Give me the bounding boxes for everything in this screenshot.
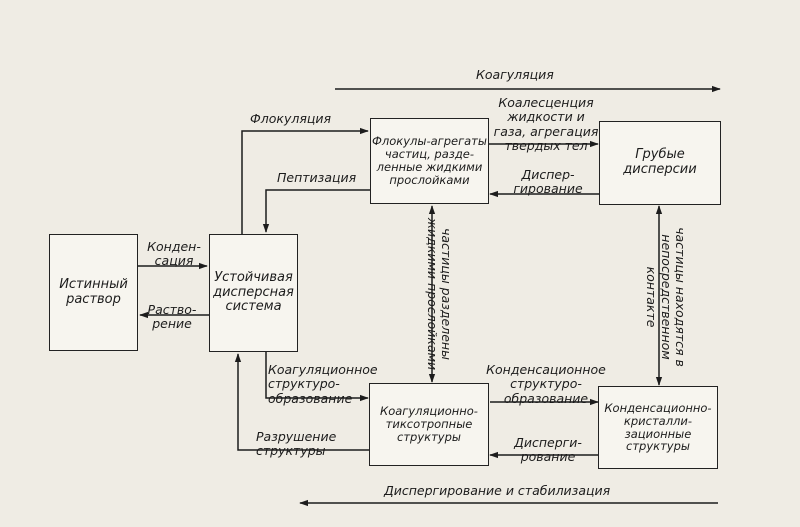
true-solution-box: Истинный раствор [49, 234, 138, 351]
peptization-label: Пептизация [277, 170, 357, 185]
separated-particles-label: частицы разделены жидкими прослойками [424, 217, 454, 371]
cond-structuring-label: Конденсационное структуро- образование [486, 362, 606, 406]
coag-structuring-arrow [265, 352, 369, 402]
coagulation-label: Коагуляция [476, 67, 554, 82]
flocculation-arrow [241, 127, 369, 234]
coagulation-thixotropic-box: Коагуляционно- тиксотропные структуры [369, 383, 489, 466]
floccules-box: Флокулы-агрегаты частиц, разде- ленные ж… [370, 118, 489, 204]
destruction-arrow [234, 353, 370, 451]
dispersing-top-label: Диспер- гирование [513, 167, 583, 197]
condensation-label: Конден- сация [147, 239, 201, 269]
stable-system-box: Устойчивая дисперсная система [209, 234, 298, 352]
coalescence-label: Коалесценция жидкости и газа, агрегация … [493, 95, 599, 154]
structure-destruction-label: Разрушение структуры [256, 429, 337, 459]
flocculation-label: Флокуляция [250, 111, 332, 126]
dissolution-label: Раство- рение [147, 302, 197, 332]
dispersion-stabilization-label: Диспергирование и стабилизация [384, 483, 611, 498]
contact-particles-label: частицы находятся в непосредственном кон… [644, 227, 688, 367]
coag-structuring-label: Коагуляционное структуро- образование [268, 362, 378, 406]
dispersing-bottom-label: Дисперги- рование [514, 435, 582, 465]
peptization-arrow [262, 189, 370, 233]
condensation-crystallization-box: Конденсационно- кристалли- зационные стр… [598, 386, 718, 469]
coarse-dispersions-box: Грубые дисперсии [599, 121, 721, 205]
